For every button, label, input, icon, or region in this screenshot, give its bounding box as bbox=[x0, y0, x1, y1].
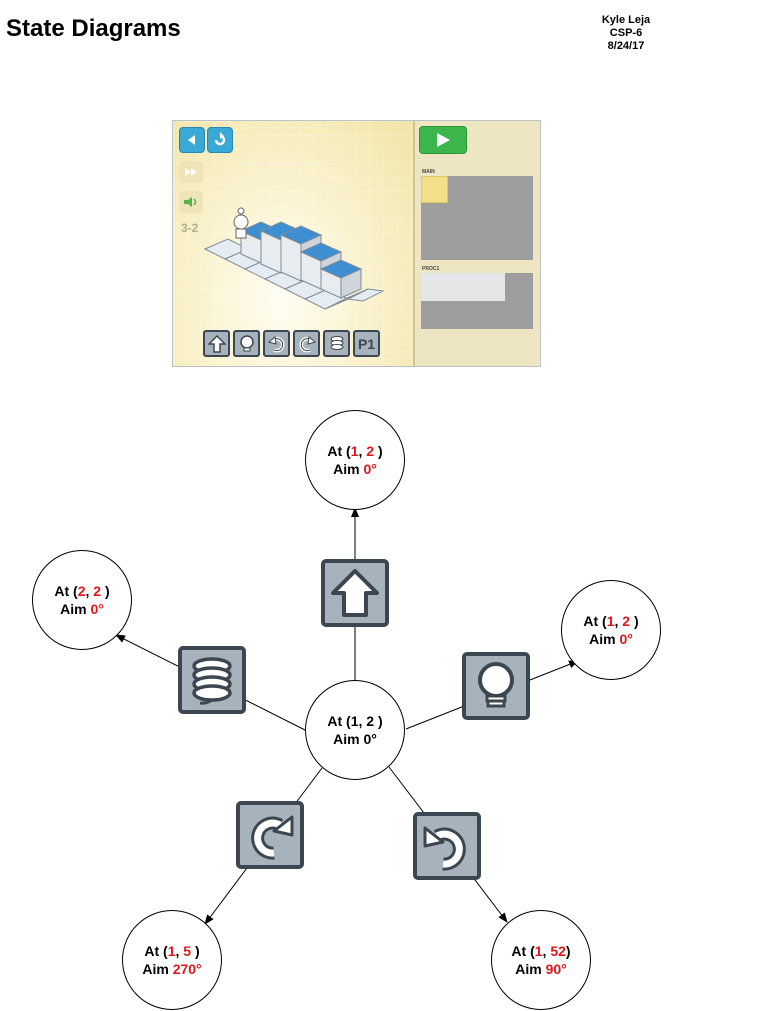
proc1-label: P1 bbox=[357, 335, 376, 352]
main-program-slot[interactable] bbox=[421, 176, 448, 203]
page-title: State Diagrams bbox=[6, 15, 181, 42]
state-aim: Aim 270° bbox=[142, 961, 202, 977]
state-turn-left: At (1, 52) Aim 90° bbox=[491, 910, 591, 1010]
lightbulb-icon bbox=[239, 334, 254, 351]
turn-right-command bbox=[236, 801, 304, 869]
light-command bbox=[462, 652, 530, 720]
turn-left-command bbox=[413, 812, 481, 880]
cmd-turn-left[interactable] bbox=[263, 330, 290, 357]
proc1-area-label: PROC1 bbox=[422, 266, 440, 272]
turn-left-icon bbox=[423, 826, 466, 871]
back-button[interactable] bbox=[179, 127, 205, 153]
turn-left-icon bbox=[267, 335, 284, 352]
state-aim: Aim 0° bbox=[333, 731, 377, 747]
cmd-light[interactable] bbox=[233, 330, 260, 357]
sound-button[interactable] bbox=[179, 191, 203, 213]
spring-jump-icon bbox=[192, 657, 232, 705]
date-text: 8/24/17 bbox=[607, 40, 645, 52]
state-aim: Aim 90° bbox=[515, 961, 567, 977]
fast-forward-button[interactable] bbox=[179, 161, 203, 183]
reset-icon bbox=[214, 132, 226, 146]
state-position: At (1, 5 ) bbox=[144, 943, 200, 959]
turn-right-icon bbox=[299, 335, 316, 352]
forward-command bbox=[321, 559, 389, 627]
spring-jump-icon bbox=[330, 335, 343, 350]
jump-command bbox=[178, 646, 246, 714]
level-board bbox=[203, 207, 385, 310]
state-position: At (1, 52) bbox=[511, 943, 571, 959]
play-icon bbox=[437, 133, 450, 147]
turn-right-icon bbox=[251, 815, 294, 860]
cmd-forward[interactable] bbox=[203, 330, 230, 357]
state-position: At (1, 2 ) bbox=[327, 713, 383, 729]
command-bar: P1 bbox=[203, 330, 388, 359]
state-center: At (1, 2 ) Aim 0° bbox=[305, 680, 405, 780]
state-position: At (1, 2 ) bbox=[583, 613, 639, 629]
state-aim: Aim 0° bbox=[60, 601, 104, 617]
run-button[interactable] bbox=[419, 126, 467, 154]
lightbulb-icon bbox=[478, 662, 514, 708]
state-jump: At (2, 2 ) Aim 0° bbox=[32, 550, 132, 650]
course-code: CSP-6 bbox=[609, 27, 643, 39]
main-label: MAIN bbox=[422, 169, 435, 175]
state-position: At (2, 2 ) bbox=[54, 583, 110, 599]
state-aim: Aim 0° bbox=[333, 461, 377, 477]
reset-button[interactable] bbox=[207, 127, 233, 153]
speaker-icon bbox=[184, 197, 197, 207]
state-light: At (1, 2 ) Aim 0° bbox=[561, 580, 661, 680]
state-up: At (1, 2 ) Aim 0° bbox=[305, 410, 405, 510]
back-arrow-icon bbox=[188, 135, 195, 145]
cmd-turn-right[interactable] bbox=[293, 330, 320, 357]
forward-arrow-icon bbox=[207, 334, 226, 353]
cmd-jump[interactable] bbox=[323, 330, 350, 357]
state-turn-right: At (1, 5 ) Aim 270° bbox=[122, 910, 222, 1010]
cmd-proc1[interactable]: P1 bbox=[353, 330, 380, 357]
state-aim: Aim 0° bbox=[589, 631, 633, 647]
author-block: Kyle Leja CSP-6 8/24/17 bbox=[585, 14, 667, 53]
fast-forward-icon bbox=[185, 168, 197, 176]
robot-icon bbox=[233, 207, 249, 239]
level-label: 3-2 bbox=[181, 221, 199, 235]
author-name: Kyle Leja bbox=[601, 14, 651, 26]
proc1-program-slot[interactable] bbox=[421, 273, 505, 301]
state-position: At (1, 2 ) bbox=[327, 443, 383, 459]
lightbot-screenshot: 3-2 P1 MAIN PROC1 bbox=[172, 120, 541, 367]
forward-arrow-icon bbox=[331, 569, 379, 617]
play-area: 3-2 P1 bbox=[173, 121, 413, 366]
